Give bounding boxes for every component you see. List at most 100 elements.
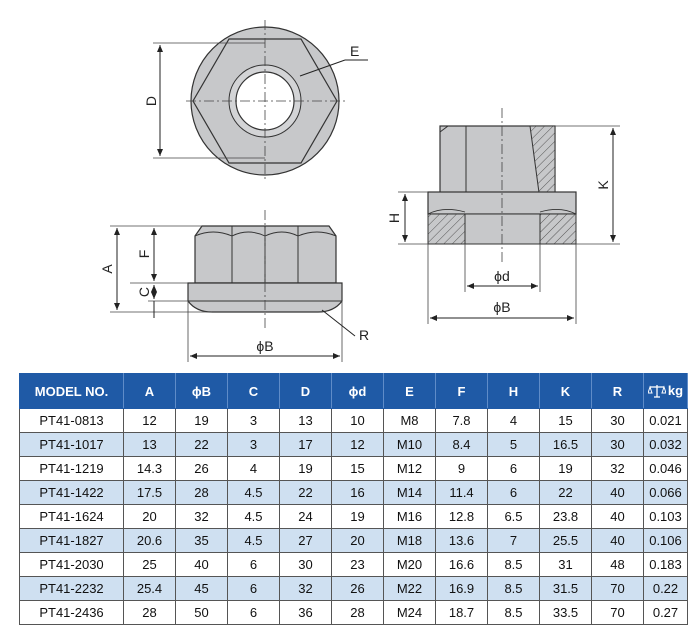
table-cell: 15 — [539, 408, 592, 433]
table-cell: 0.021 — [643, 408, 688, 433]
table-cell: 16.6 — [435, 552, 488, 577]
table-cell: M24 — [383, 600, 436, 625]
table-cell: 4.5 — [227, 528, 280, 553]
table-cell: 14.3 — [123, 456, 176, 481]
table-cell: 32 — [175, 504, 228, 529]
table-cell: M22 — [383, 576, 436, 601]
dim-k-label: K — [595, 180, 611, 190]
table-cell: 5 — [487, 432, 540, 457]
dim-h-label: H — [386, 213, 402, 223]
table-cell: 20 — [123, 504, 176, 529]
table-cell: 8.4 — [435, 432, 488, 457]
table-cell: 4 — [227, 456, 280, 481]
column-header-label: E — [405, 383, 414, 399]
table-cell: 8.5 — [487, 576, 540, 601]
column-header-label: C — [248, 383, 259, 399]
table-cell: 23.8 — [539, 504, 592, 529]
column-header-label: ϕB — [191, 383, 212, 399]
table-cell: 13.6 — [435, 528, 488, 553]
column-header: R — [591, 373, 644, 409]
table-cell: 25.5 — [539, 528, 592, 553]
table-cell: 6 — [487, 480, 540, 505]
table-cell: 9 — [435, 456, 488, 481]
table-cell: 33.5 — [539, 600, 592, 625]
table-cell: 13 — [123, 432, 176, 457]
table-cell: 0.103 — [643, 504, 688, 529]
column-header: H — [487, 373, 540, 409]
dim-c-label: C — [136, 287, 152, 297]
column-header: kg — [643, 373, 688, 409]
column-header-label: ϕd — [348, 383, 367, 399]
table-cell: M8 — [383, 408, 436, 433]
table-cell: PT41-2232 — [19, 576, 124, 601]
table-cell: 19 — [175, 408, 228, 433]
table-cell: 27 — [279, 528, 332, 553]
dim-d-label: D — [143, 96, 159, 106]
scale-icon — [647, 385, 666, 398]
column-header-label: K — [560, 383, 571, 399]
table-cell: PT41-0813 — [19, 408, 124, 433]
leader-e — [299, 59, 346, 77]
table-cell: 25 — [123, 552, 176, 577]
table-cell: M16 — [383, 504, 436, 529]
table-cell: 7 — [487, 528, 540, 553]
table-cell: 40 — [591, 504, 644, 529]
flange — [187, 282, 343, 313]
table-cell: 70 — [591, 600, 644, 625]
table-cell: 31.5 — [539, 576, 592, 601]
table-cell: 16.5 — [539, 432, 592, 457]
table-cell: PT41-2030 — [19, 552, 124, 577]
section-bore — [464, 213, 541, 245]
table-cell: PT41-1017 — [19, 432, 124, 457]
dim-b-front-label: ϕB — [256, 338, 273, 354]
column-header-label: kg — [667, 382, 684, 398]
table-cell: M12 — [383, 456, 436, 481]
table-cell: 70 — [591, 576, 644, 601]
dim-d-small-label: ϕd — [494, 268, 510, 284]
table-cell: 16.9 — [435, 576, 488, 601]
table-cell: 4.5 — [227, 504, 280, 529]
technical-drawing: D E A F C ϕB R — [99, 20, 620, 362]
table-cell: 7.8 — [435, 408, 488, 433]
table-cell: 50 — [175, 600, 228, 625]
column-header-label: MODEL NO. — [34, 383, 109, 399]
table-cell: 12.8 — [435, 504, 488, 529]
table-cell: 15 — [331, 456, 384, 481]
table-cell: 0.183 — [643, 552, 688, 577]
table-cell: 19 — [331, 504, 384, 529]
table-cell: 0.106 — [643, 528, 688, 553]
section-hatch-flange-right — [539, 213, 577, 245]
column-header: C — [227, 373, 280, 409]
dim-f-label: F — [136, 250, 152, 259]
table-cell: 25.4 — [123, 576, 176, 601]
table-cell: PT41-2436 — [19, 600, 124, 625]
table-cell: 0.046 — [643, 456, 688, 481]
table-cell: 12 — [123, 408, 176, 433]
table-cell: 36 — [279, 600, 332, 625]
table-cell: 32 — [279, 576, 332, 601]
table-cell: 26 — [175, 456, 228, 481]
table-cell: 6.5 — [487, 504, 540, 529]
column-header: A — [123, 373, 176, 409]
column-header: K — [539, 373, 592, 409]
table-cell: 26 — [331, 576, 384, 601]
section-hatch-flange-left — [427, 213, 466, 245]
table-cell: PT41-1219 — [19, 456, 124, 481]
column-header-label: A — [144, 383, 155, 399]
table-cell: 19 — [539, 456, 592, 481]
table-cell: 8.5 — [487, 552, 540, 577]
table-cell: 30 — [591, 408, 644, 433]
table-cell: M18 — [383, 528, 436, 553]
table-cell: 24 — [279, 504, 332, 529]
column-header-label: R — [612, 383, 623, 399]
table-cell: 6 — [227, 552, 280, 577]
table-cell: 13 — [279, 408, 332, 433]
table-cell: 48 — [591, 552, 644, 577]
table-cell: 3 — [227, 408, 280, 433]
table-cell: M10 — [383, 432, 436, 457]
table-cell: 4 — [487, 408, 540, 433]
